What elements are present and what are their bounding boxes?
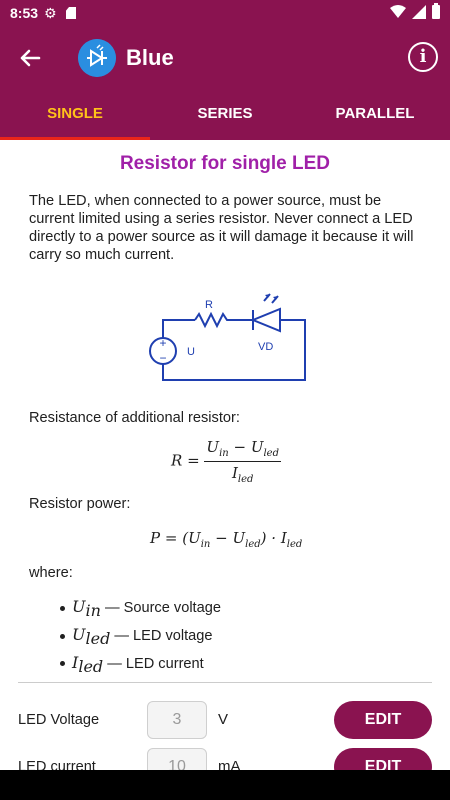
divider <box>18 682 432 683</box>
resistor-label: R <box>205 299 213 311</box>
section-title: Resistor for single LED <box>119 153 331 174</box>
fraction: Uin − Uled Iled <box>204 438 281 485</box>
intro-text: The LED, when connected to a power sourc… <box>29 193 414 263</box>
power-label: Resistor power: <box>29 496 131 512</box>
led-voltage-label: LED Voltage <box>18 712 100 728</box>
status-icons <box>390 3 440 19</box>
battery-icon <box>432 3 440 19</box>
led-current-label: LED current <box>18 759 96 770</box>
where-label: where: <box>29 565 73 581</box>
status-time: 8:53 <box>10 5 39 21</box>
sd-card-icon <box>66 7 76 19</box>
legend-item: Uin — Source voltage <box>60 595 221 623</box>
led-current-field[interactable]: 10 <box>147 748 207 770</box>
status-bar: 8:53 ⚙ <box>0 0 450 28</box>
led-voltage-unit: V <box>218 711 229 728</box>
tab-series[interactable]: SERIES <box>197 105 253 122</box>
content-scroll[interactable]: Resistor for single LED The LED, when co… <box>0 140 450 770</box>
info-button[interactable]: i <box>408 42 438 72</box>
edit-current-button[interactable]: EDIT <box>334 748 432 770</box>
wifi-icon <box>390 5 406 18</box>
circuit-diagram: + − R U VD <box>149 293 306 381</box>
tab-bar: SINGLE SERIES PARALLEL <box>0 88 450 140</box>
app-logo-icon <box>78 39 116 77</box>
app-title: Blue <box>126 45 174 70</box>
resistance-formula: R = Uin − Uled Iled <box>171 438 281 485</box>
navigation-bar <box>0 770 450 800</box>
led-voltage-field[interactable]: 3 <box>147 701 207 739</box>
led-label: VD <box>258 341 273 353</box>
legend-item: Uled — LED voltage <box>60 623 221 651</box>
led-current-unit: mA <box>218 758 241 770</box>
formula-lhs: R <box>171 451 183 470</box>
power-formula: P = (Uin − Uled) · Iled <box>150 529 303 550</box>
svg-text:−: − <box>159 351 166 365</box>
signal-icon <box>412 5 426 19</box>
resistance-label: Resistance of additional resistor: <box>29 410 240 426</box>
legend-item: Iled — LED current <box>60 651 221 679</box>
source-label: U <box>187 346 195 358</box>
svg-text:+: + <box>159 336 166 350</box>
tab-parallel[interactable]: PARALLEL <box>335 105 415 122</box>
tab-single[interactable]: SINGLE <box>0 88 150 140</box>
back-arrow-icon[interactable] <box>14 42 46 74</box>
edit-voltage-button[interactable]: EDIT <box>334 701 432 739</box>
app-bar: Blue i <box>0 28 450 88</box>
variable-legend: Uin — Source voltage Uled — LED voltage … <box>60 595 221 679</box>
settings-gear-icon: ⚙ <box>44 5 57 21</box>
